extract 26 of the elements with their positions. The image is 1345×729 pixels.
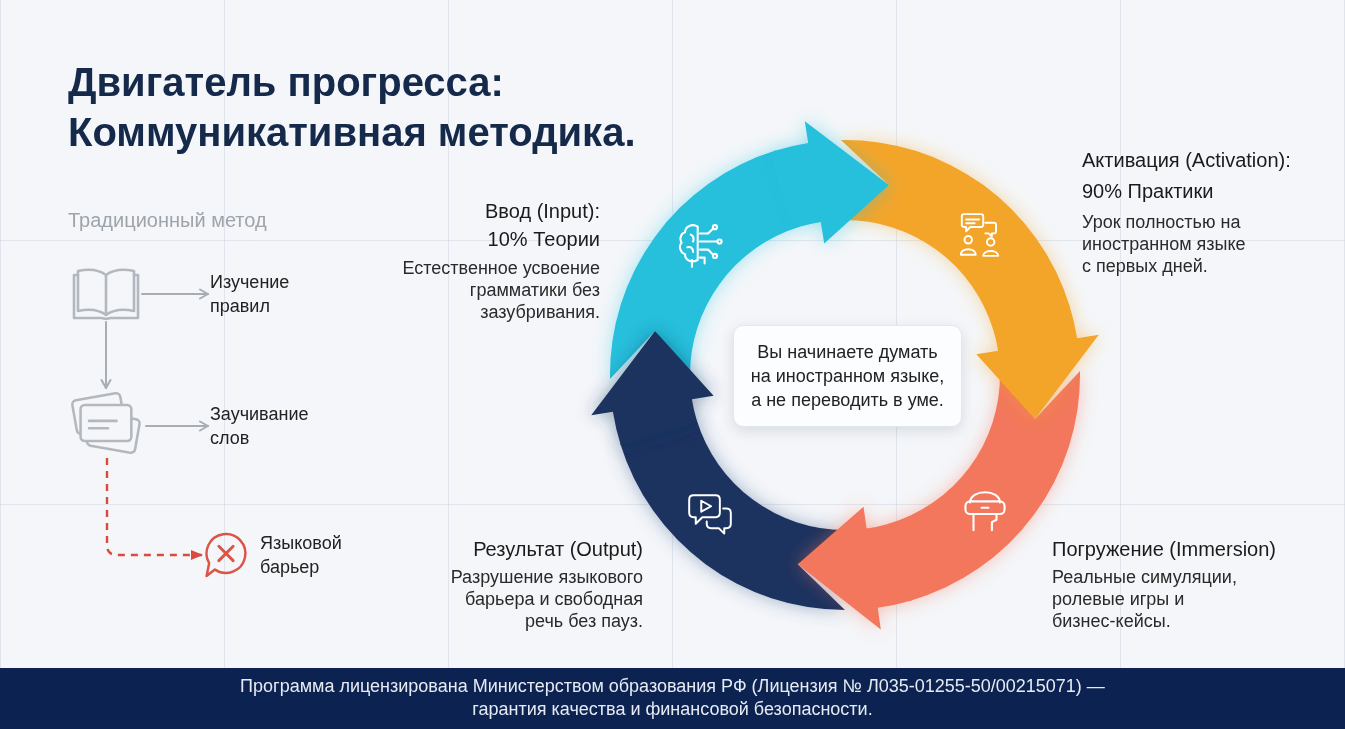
curved-arrow bbox=[591, 331, 714, 446]
arrow bbox=[145, 420, 209, 432]
title: Двигатель прогресса: Коммуникативная методика. bbox=[68, 59, 637, 156]
book-icon bbox=[72, 266, 140, 320]
stage-description: Реальные симуляции, ролевые игры и бизнес-кейсы. bbox=[1052, 566, 1238, 632]
curved-arrow bbox=[797, 506, 912, 630]
stage-heading: Результат (Output) bbox=[472, 537, 643, 562]
curved-arrow bbox=[976, 304, 1099, 419]
arc-segment bbox=[840, 140, 1070, 330]
arrow bbox=[141, 288, 209, 300]
stage-description: Разрушение языкового барьера и свободная речь без пауз. bbox=[449, 566, 643, 632]
stage-heading: Ввод (Input): 10% Теории bbox=[484, 199, 600, 252]
highlight-box: Вы начинаете думать на иностранном языке, а не переводить в уме. bbox=[733, 325, 962, 427]
section-label: Традиционный метод bbox=[68, 208, 267, 232]
step-label: Заучивание слов bbox=[210, 402, 322, 450]
stage-description: Естественное усвоение грамматики без зазубривания. bbox=[401, 257, 600, 323]
license-note: Программа лицензирована Министерством образования РФ (Лицензия № Л035-01255-50/00215071) — гарантия качества и финансовой безопасности. bbox=[239, 675, 1106, 721]
step-label: Изучение правил bbox=[210, 270, 322, 318]
stage-description: Урок полностью на иностранном языке с первых дней. bbox=[1082, 211, 1247, 277]
curved-arrow bbox=[774, 121, 889, 244]
dashed-arrow bbox=[105, 458, 203, 560]
arrow bbox=[100, 321, 112, 389]
step-label: Языковой барьер bbox=[260, 532, 343, 579]
cards-icon bbox=[70, 390, 144, 456]
stage-heading: Активация (Activation): 90% Практики bbox=[1082, 148, 1292, 204]
stage-heading: Погружение (Immersion) bbox=[1052, 537, 1276, 562]
